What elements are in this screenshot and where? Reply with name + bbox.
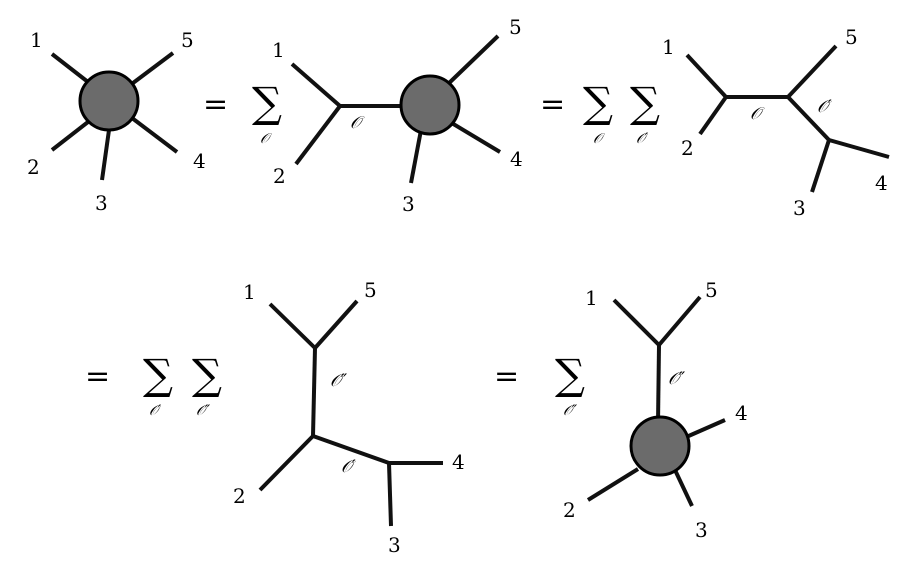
leg-3 xyxy=(100,129,111,181)
sum-over-O-and-Op: ∑ 𝒪 ∑ 𝒪′ xyxy=(583,78,660,147)
operator-label-O: 𝒪 xyxy=(750,104,765,124)
leg-3 xyxy=(409,129,423,184)
leg-2 xyxy=(698,95,728,136)
exchange-Opp xyxy=(311,347,317,437)
exchange-Op xyxy=(312,434,390,465)
leg-5 xyxy=(445,34,500,87)
leg-3 xyxy=(673,469,694,507)
leg-4 xyxy=(448,120,502,154)
label-3: 3 xyxy=(402,192,415,216)
label-5: 5 xyxy=(705,278,718,302)
sum-subscript-O: 𝒪 xyxy=(260,131,272,147)
sum-sigma-Opp: ∑ xyxy=(192,350,222,399)
leg-5 xyxy=(313,299,359,350)
leg-2 xyxy=(294,104,342,166)
label-4: 4 xyxy=(735,401,748,425)
label-5: 5 xyxy=(509,15,522,39)
sum-over-O: ∑ 𝒪 xyxy=(252,78,282,147)
equals-sign-2: = xyxy=(540,87,565,122)
equals-sign-1: = xyxy=(203,87,228,122)
sum-subscript-O: 𝒪 xyxy=(593,131,605,147)
leg-4 xyxy=(130,116,179,154)
leg-3 xyxy=(387,462,393,527)
sum-subscript-Opp: 𝒪″ xyxy=(563,403,578,419)
sum-subscript-Op: 𝒪′ xyxy=(636,131,649,147)
label-2: 2 xyxy=(27,155,40,179)
leg-2 xyxy=(50,120,90,152)
label-2: 2 xyxy=(563,498,576,522)
label-1: 1 xyxy=(243,280,256,304)
label-1: 1 xyxy=(585,286,598,310)
leg-1 xyxy=(612,298,661,347)
leg-4 xyxy=(683,418,726,440)
five-point-blob xyxy=(78,70,140,132)
sum-subscript-Opp: 𝒪″ xyxy=(196,403,211,419)
label-1: 1 xyxy=(662,35,675,59)
leg-1 xyxy=(290,62,342,108)
label-5: 5 xyxy=(181,28,194,52)
label-3: 3 xyxy=(793,196,806,220)
leg-3 xyxy=(810,139,831,193)
operator-label-Op: 𝒪′ xyxy=(341,457,356,477)
leg-5 xyxy=(786,44,838,99)
leg-1 xyxy=(685,53,728,99)
double-exchange-diagram: 𝒪 𝒪′ 1 2 5 4 3 xyxy=(662,25,890,220)
single-exchange-diagram-rotated: 𝒪″ 1 5 4 2 3 xyxy=(563,278,748,542)
label-5: 5 xyxy=(845,25,858,49)
operator-label-Op: 𝒪′ xyxy=(817,97,832,117)
label-1: 1 xyxy=(272,38,285,62)
sum-sigma-O: ∑ xyxy=(252,78,282,127)
equals-sign-4: = xyxy=(494,359,519,394)
sum-sigma-O: ∑ xyxy=(583,78,613,127)
four-point-blob xyxy=(399,74,461,136)
sum-over-Op-and-Opp: ∑ 𝒪′ ∑ 𝒪″ xyxy=(143,350,222,419)
label-1: 1 xyxy=(30,28,43,52)
five-point-blob-diagram: 1 5 2 4 3 xyxy=(27,28,206,215)
label-2: 2 xyxy=(233,484,246,508)
leg-4 xyxy=(828,138,890,159)
leg-5 xyxy=(131,51,175,85)
label-4: 4 xyxy=(193,149,206,173)
four-point-blob xyxy=(629,415,691,477)
leg-5 xyxy=(657,295,702,347)
label-3: 3 xyxy=(695,518,708,542)
sum-sigma-Op: ∑ xyxy=(630,78,660,127)
operator-label-O: 𝒪 xyxy=(350,113,365,133)
label-3: 3 xyxy=(388,533,401,557)
label-2: 2 xyxy=(681,136,694,160)
label-5: 5 xyxy=(364,278,377,302)
sum-sigma-Opp: ∑ xyxy=(555,350,585,399)
sum-over-Opp: ∑ 𝒪″ xyxy=(555,350,585,419)
sum-subscript-Op: 𝒪′ xyxy=(149,403,162,419)
single-exchange-diagram: 𝒪 1 2 5 4 3 xyxy=(272,15,523,216)
label-4: 4 xyxy=(875,171,888,195)
exchange-Opp xyxy=(656,344,661,425)
leg-1 xyxy=(50,52,90,84)
label-2: 2 xyxy=(273,164,286,188)
operator-label-Opp: 𝒪″ xyxy=(668,369,686,389)
exchange-Op xyxy=(786,95,831,142)
label-4: 4 xyxy=(510,147,523,171)
double-exchange-diagram-rotated: 𝒪″ 𝒪′ 1 5 2 4 3 xyxy=(233,278,465,557)
label-3: 3 xyxy=(95,191,108,215)
equals-sign-3: = xyxy=(85,359,110,394)
sum-sigma-Op: ∑ xyxy=(143,350,173,399)
leg-2 xyxy=(258,434,315,492)
operator-label-Opp: 𝒪″ xyxy=(330,371,348,391)
leg-2 xyxy=(586,467,640,502)
leg-1 xyxy=(268,302,317,350)
label-4: 4 xyxy=(452,450,465,474)
